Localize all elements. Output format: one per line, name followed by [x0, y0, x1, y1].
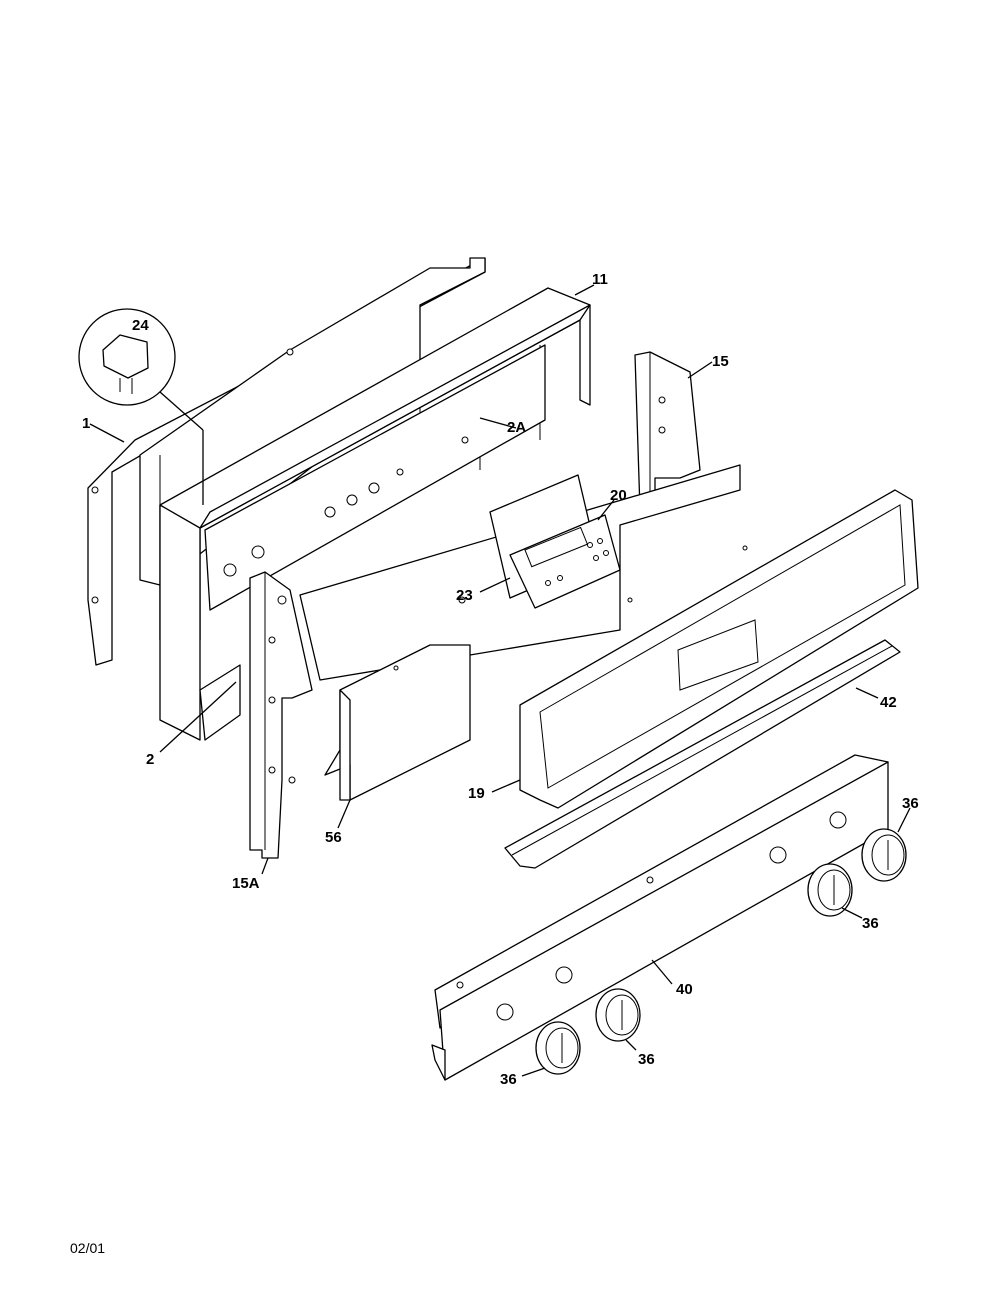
- callout-2a: 2A: [507, 419, 526, 436]
- knob-part-36-c: [595, 988, 641, 1042]
- callout-15a: 15A: [232, 875, 260, 892]
- callout-1: 1: [82, 415, 90, 432]
- callout-19: 19: [468, 785, 485, 802]
- callout-labels: 24 1 11 2A 15 20 23 2 42 19 56 15A 36 36…: [82, 271, 919, 1088]
- callout-36-a: 36: [902, 795, 919, 812]
- callout-23: 23: [456, 587, 473, 604]
- clock-control-part-20: [489, 474, 621, 609]
- callout-15: 15: [712, 353, 729, 370]
- housing-part-2: [159, 504, 241, 741]
- callout-24: 24: [132, 317, 149, 334]
- callout-36-c: 36: [638, 1051, 655, 1068]
- leader-lines: [89, 284, 911, 1077]
- callout-11: 11: [592, 271, 608, 288]
- knob-part-36-a: [861, 828, 907, 882]
- switch-detail-part-24: [78, 308, 204, 505]
- lower-bracket-part-56: [324, 644, 471, 801]
- callout-40: 40: [676, 981, 693, 998]
- callout-42: 42: [880, 694, 897, 711]
- left-bracket-part-15a: [249, 571, 313, 859]
- callout-36-b: 36: [862, 915, 879, 932]
- knob-part-36-d: [535, 1021, 581, 1075]
- callout-56: 56: [325, 829, 342, 846]
- console-panel-part-19: [519, 489, 919, 809]
- callout-20: 20: [610, 487, 627, 504]
- top-channel-part-11: [159, 287, 591, 641]
- callout-2: 2: [146, 751, 154, 768]
- knob-part-36-b: [807, 863, 853, 917]
- trim-strip-part-42: [504, 639, 901, 869]
- date-code: 02/01: [70, 1240, 106, 1256]
- control-panel-part-40: [431, 754, 889, 1081]
- callout-36-d: 36: [500, 1071, 517, 1088]
